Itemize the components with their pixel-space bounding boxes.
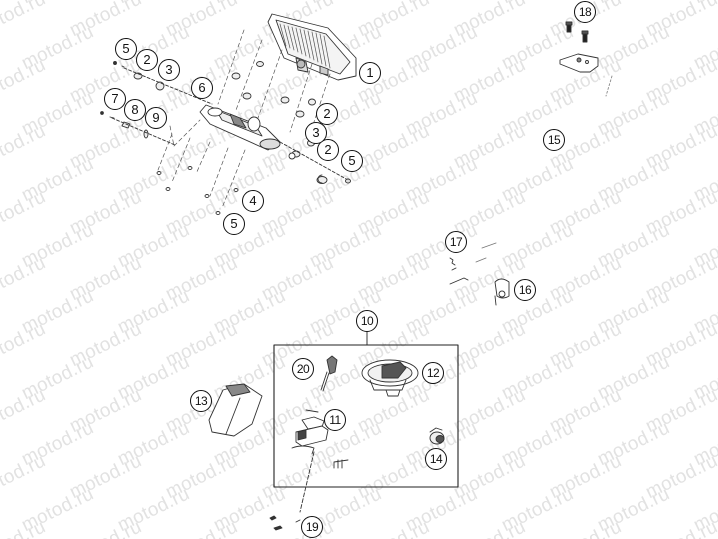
callout-c15[interactable]: 15 [543, 129, 565, 151]
part-17-clips[interactable] [449, 242, 497, 285]
callout-c11[interactable]: 11 [324, 409, 346, 431]
callout-c19[interactable]: 19 [301, 516, 323, 538]
callout-c9[interactable]: 9 [145, 107, 167, 129]
callout-c6[interactable]: 6 [191, 77, 213, 99]
part-16-sensor[interactable] [494, 278, 510, 306]
callout-c7[interactable]: 7 [104, 88, 126, 110]
part-6-bracket[interactable] [199, 104, 281, 151]
callout-c12[interactable]: 12 [422, 362, 444, 384]
part-11-ignition-lock[interactable] [291, 409, 329, 513]
part-15-holder[interactable] [559, 53, 613, 97]
callout-c2a[interactable]: 2 [136, 49, 158, 71]
callout-c5c[interactable]: 5 [223, 213, 245, 235]
group-10-box[interactable] [273, 331, 459, 488]
fastener-stack-upper[interactable] [113, 61, 213, 105]
callout-c18[interactable]: 18 [574, 1, 596, 23]
callout-c4[interactable]: 4 [242, 190, 264, 212]
callout-c14[interactable]: 14 [425, 448, 447, 470]
part-20-key[interactable] [320, 355, 338, 392]
fastener-stack-right[interactable] [279, 141, 351, 184]
callout-c5b[interactable]: 5 [341, 150, 363, 172]
callout-c5a[interactable]: 5 [115, 38, 137, 60]
callout-c17[interactable]: 17 [445, 231, 467, 253]
callout-c13[interactable]: 13 [190, 390, 212, 412]
part-13-cover[interactable] [208, 383, 263, 437]
part-19-screws[interactable] [269, 515, 301, 531]
callout-c10[interactable]: 10 [356, 310, 378, 332]
callout-c20[interactable]: 20 [292, 358, 314, 380]
callout-c3b[interactable]: 3 [305, 122, 327, 144]
callout-c3a[interactable]: 3 [158, 59, 180, 81]
small-clips[interactable] [333, 459, 349, 469]
callout-c1[interactable]: 1 [359, 62, 381, 84]
part-14-lock-insert[interactable] [429, 427, 445, 445]
callout-c2c[interactable]: 2 [317, 139, 339, 161]
part-12-fuel-cap[interactable] [361, 359, 419, 397]
small-washers-lower[interactable] [156, 166, 239, 215]
callout-c8[interactable]: 8 [124, 99, 146, 121]
grommets[interactable] [231, 61, 328, 184]
part-18-screws[interactable] [565, 21, 589, 43]
callout-c2b[interactable]: 2 [316, 103, 338, 125]
callout-c16[interactable]: 16 [514, 279, 536, 301]
part-1-dashboard[interactable] [267, 13, 357, 81]
fastener-stack-lower[interactable] [100, 111, 176, 146]
